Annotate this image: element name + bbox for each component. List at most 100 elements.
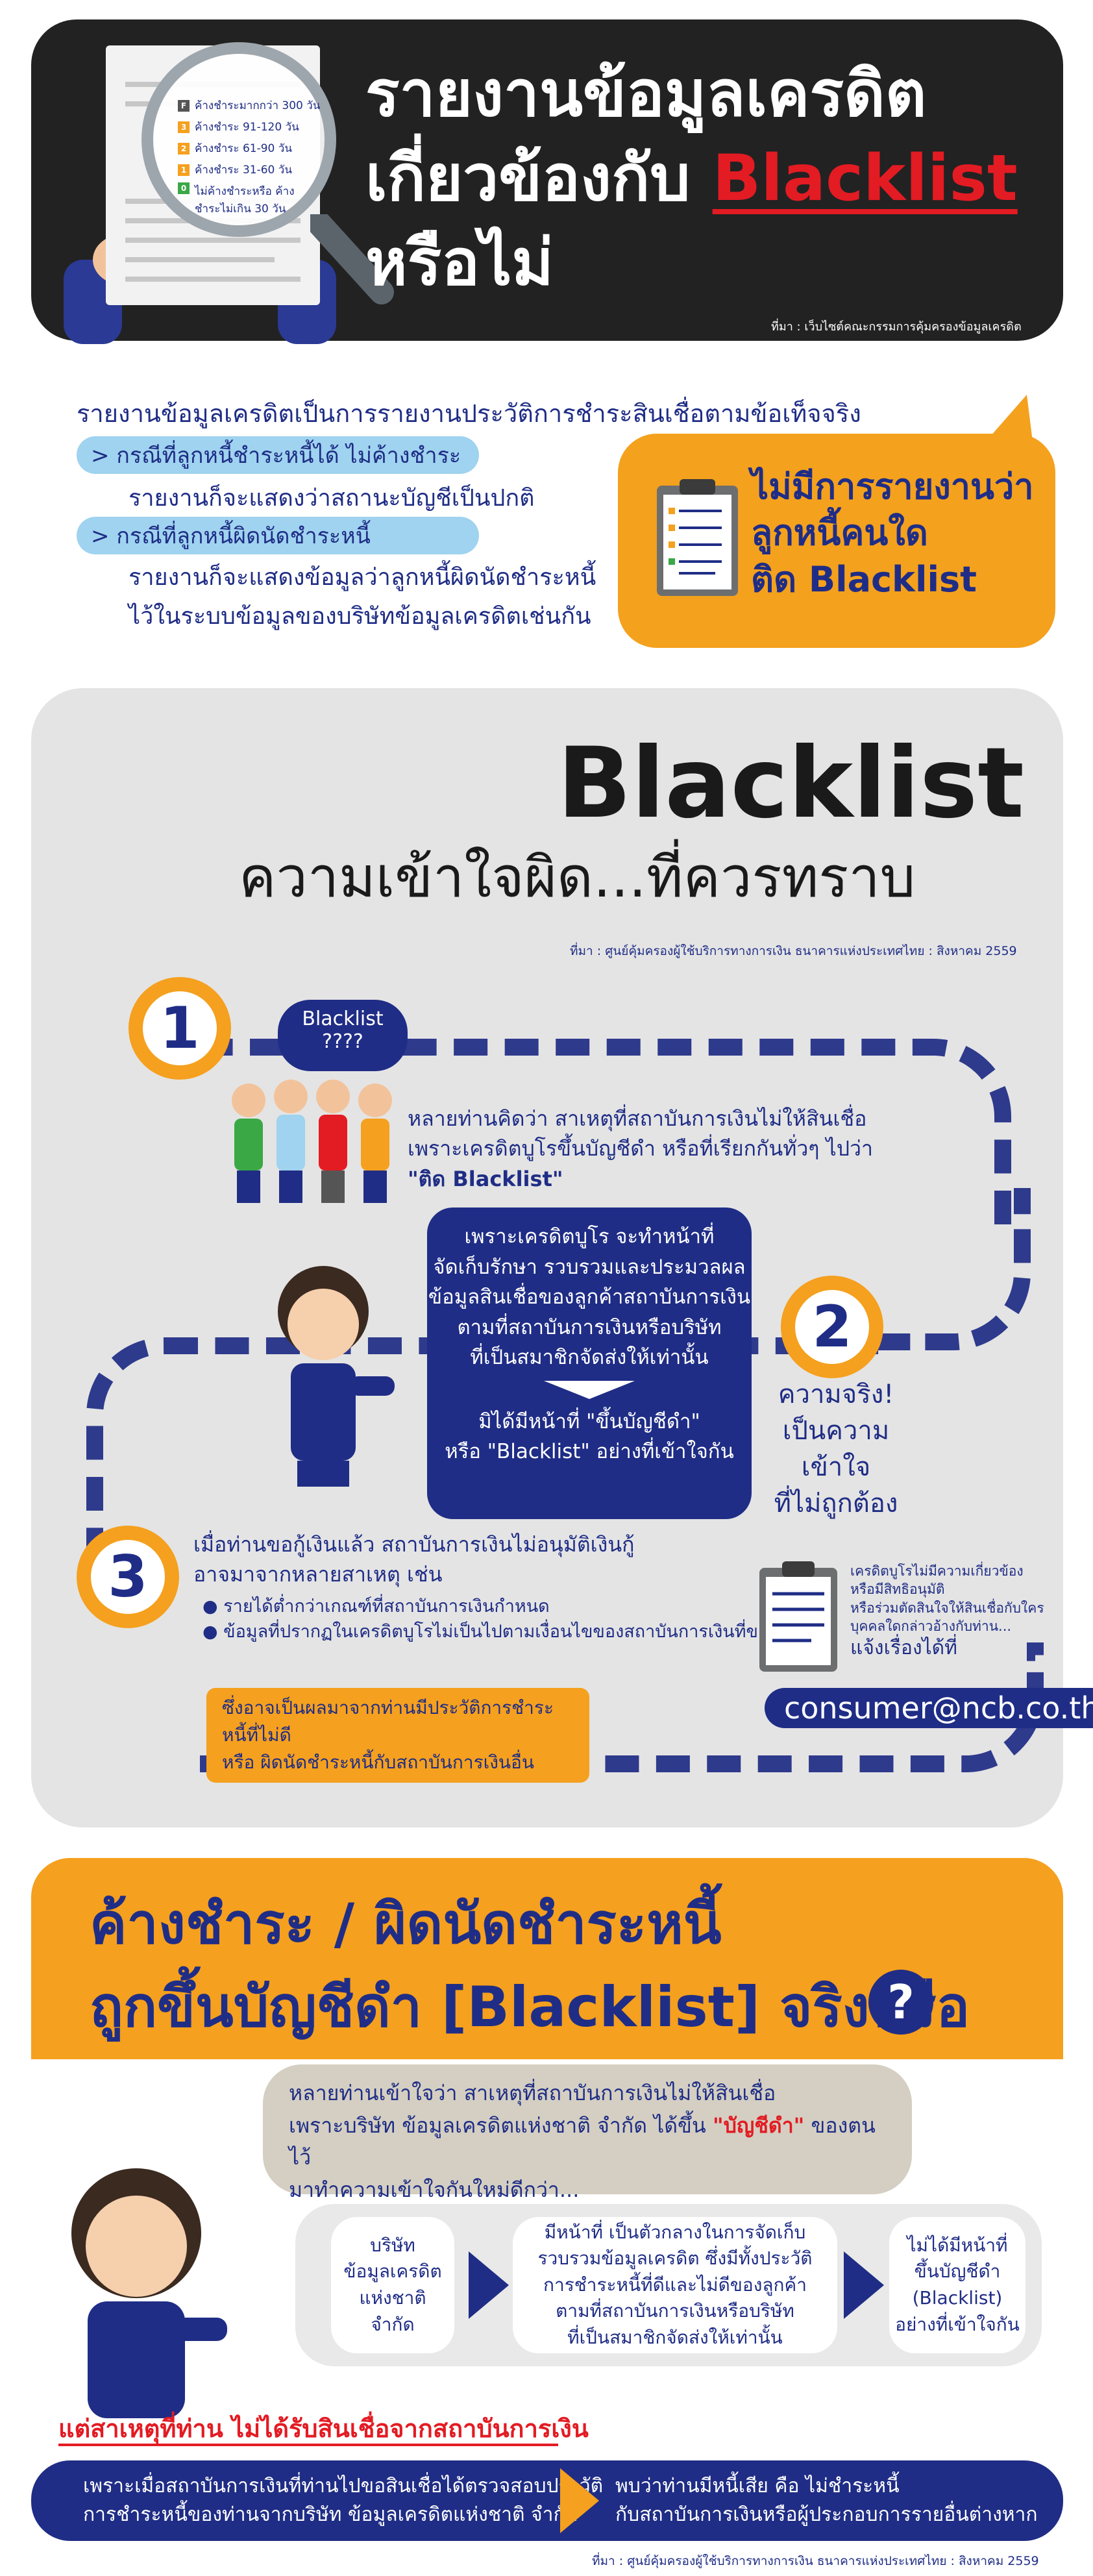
step3-bullet2: ● ข้อมูลที่ปรากฏในเครดิตบูโรไม่เป็นไปตาม… [203,1621,780,1642]
lens-item: ค้างชำระมากกว่า 300 วัน [195,99,321,112]
box2-line: ตามที่สถาบันการเงินหรือบริษัท [556,2300,794,2322]
real-cause-bar: เพราะเมื่อสถาบันการเงินที่ท่านไปขอสินเชื… [31,2460,1063,2541]
box3-line: (Blacklist) [912,2287,1003,2309]
ncb-not-blacklist-box: ไม่ได้มีหน้าที่ ขึ้นบัญชีดำ (Blacklist) … [889,2217,1025,2353]
myth-title: Blacklist [557,727,1024,840]
bottom-left-line2: การชำระหนี้ของท่านจากบริษัท ข้อมูลเครดิต… [83,2503,578,2526]
contact-line: แจ้งเรื่องได้ที่ [850,1637,957,1660]
step3-line2: อาจมาจากหลายสาเหตุ เช่น [193,1562,443,1587]
arrow-right-orange-icon [560,2468,599,2533]
step1-line3: "ติด Blacklist" [408,1166,563,1191]
bubble-line2: เพราะบริษัท ข้อมูลเครดิตแห่งชาติ จำกัด ไ… [289,2110,886,2174]
ncb-duty-box: มีหน้าที่ เป็นตัวกลางในการจัดเก็บ รวบรวม… [513,2217,837,2353]
step1-number: 1 [129,977,231,1080]
reason-box: ซึ่งอาจเป็นผลมาจากท่านมีประวัติการชำระหน… [206,1688,589,1783]
bottom-left-text: เพราะเมื่อสถาบันการเงินที่ท่านไปขอสินเชื… [83,2472,603,2529]
myth-section: Blacklist ความเข้าใจผิด...ที่ควรทราบ ที่… [31,688,1093,1827]
status-tag-1: 1 [178,164,190,176]
credit-bureau-role-box: เพราะเครดิตบูโร จะทำหน้าที่ จัดเก็บรักษา… [427,1208,752,1519]
section3-source: ที่มา : ศูนย์คุ้มครองผู้ใช้บริการทางการเ… [592,2554,1039,2568]
status-tag-3: 3 [178,121,190,133]
question-band: ค้างชำระ / ผิดนัดชำระหนี้ ถูกขึ้นบัญชีดำ… [31,1858,1063,2059]
step3-text: เมื่อท่านขอกู้เงินแล้ว สถาบันการเงินไม่อ… [193,1530,780,1644]
callout-line2: ลูกหนี้คนใด [751,512,928,554]
staff-woman-2-icon [39,2162,234,2428]
case1-text: รายงานก็จะแสดงว่าสถานะบัญชีเป็นปกติ [129,485,535,512]
bullet2-text: ข้อมูลที่ปรากฏในเครดิตบูโรไม่เป็นไปตามเง… [223,1621,780,1642]
step1-line2: เพราะเครดิตบูโรขึ้นบัญชีดำ หรือที่เรียกก… [408,1136,873,1161]
header-title-line3: หรือไม่ [365,226,554,300]
intro-heading: รายงานข้อมูลเครดิตเป็นการรายงานประวัติกา… [77,399,861,428]
clipboard-icon [657,479,738,596]
box3-line: ขึ้นบัญชีดำ [914,2260,1001,2283]
box1-line: ข้อมูลเครดิต [343,2260,442,2283]
bottom-left-line1: เพราะเมื่อสถาบันการเงินที่ท่านไปขอสินเชื… [83,2475,604,2497]
report-document-icon [759,1561,837,1672]
case2-text2: ไว้ในระบบข้อมูลของบริษัทข้อมูลเครดิตเช่น… [129,603,591,630]
role-line: ข้อมูลสินเชื่อของลูกค้าสถาบันการเงิน [428,1285,751,1309]
case1-label: > กรณีที่ลูกหนี้ชำระหนี้ได้ ไม่ค้างชำระ [77,436,479,474]
bottom-right-text: พบว่าท่านมีหนี้เสีย คือ ไม่ชำระหนี้ กับส… [615,2472,1038,2529]
role-line: ที่เป็นสมาชิกจัดส่งให้เท่านั้น [470,1346,709,1369]
myth-source: ที่มา : ศูนย์คุ้มครองผู้ใช้บริการทางการเ… [570,944,1017,958]
magnifier-handle-icon [304,208,395,305]
contact-text: เครดิตบูโรไม่มีความเกี่ยวข้อง หรือมีสิทธ… [850,1562,1044,1662]
box2-line: การชำระหนี้ที่ดีและไม่ดีของลูกค้า [543,2273,807,2296]
status-tag-f: F [178,99,190,112]
misconception-bubble: หลายท่านเข้าใจว่า สาเหตุที่สถาบันการเงิน… [263,2064,912,2202]
arrow-right-icon [469,2251,509,2319]
contact-line: หรือมีสิทธิอนุมัติ [850,1581,945,1598]
contact-line: เครดิตบูโรไม่มีความเกี่ยวข้อง [850,1563,1024,1579]
bottom-right-line1: พบว่าท่านมีหนี้เสีย คือ ไม่ชำระหนี้ [615,2475,900,2497]
box1-line: บริษัท [370,2234,415,2256]
box1-line: แห่งชาติ [359,2287,426,2309]
status-tag-2: 2 [178,142,190,155]
reason-line1: ซึ่งอาจเป็นผลมาจากท่านมีประวัติการชำระหน… [222,1697,554,1746]
arrow-right-icon [844,2251,884,2319]
lens-item: ไม่ค้างชำระหรือ ค้างชำระไม่เกิน 30 วัน [195,185,295,216]
down-arrow-icon [544,1380,635,1399]
question-line1: ค้างชำระ / ผิดนัดชำระหนี้ [90,1892,722,1957]
contact-line: หรือร่วมตัดสินใจให้สินเชื่อกับใคร [850,1600,1044,1616]
cloud-line1: Blacklist [302,1008,384,1030]
question-mark-icon: ? [868,1970,933,2035]
box3-line: ไม่ได้มีหน้าที่ [907,2234,1008,2256]
bubble-blacklist-term: "บัญชีดำ" [712,2112,805,2138]
step2-line3: ที่ไม่ถูกต้อง [774,1489,898,1518]
speech-cloud: Blacklist ???? [278,1000,408,1071]
step2-number: 2 [781,1276,883,1378]
role-line: หรือ "Blacklist" อย่างที่เข้าใจกัน [445,1440,734,1463]
bubble-line2c: ของตนไว้ [289,2112,876,2170]
magnifier-lens: F ค้างชำระมากกว่า 300 วัน 3 ค้างชำระ 91-12… [141,42,336,237]
question-line2: ถูกขึ้นบัญชีดำ [Blacklist] จริงหรือ [90,1962,970,2051]
case2-text1: รายงานก็จะแสดงข้อมูลว่าลูกหนี้ผิดนัดชำระ… [129,564,596,591]
reason-line2: หรือ ผิดนัดชำระหนี้กับสถาบันการเงินอื่น [222,1752,534,1773]
role-line: มิได้มีหน้าที่ "ขึ้นบัญชีดำ" [478,1409,700,1433]
people-group-icon [223,1074,398,1204]
cause-underline [58,2444,558,2446]
road-path-right [868,1188,1031,1350]
bubble-line1: หลายท่านเข้าใจว่า สาเหตุที่สถาบันการเงิน… [289,2081,776,2105]
question-line2-text: ถูกขึ้นบัญชีดำ [Blacklist] จริงหรือ [90,1975,970,2040]
step3-number: 3 [77,1526,179,1628]
status-tag-0: 0 [178,182,190,194]
callout-line1: ไม่มีการรายงานว่า [751,466,1034,507]
lens-item: ค้างชำระ 31-60 วัน [195,164,292,177]
step2-line2: เป็นความเข้าใจ [782,1416,890,1482]
lens-item: ค้างชำระ 61-90 วัน [195,142,292,155]
step2-text: ความจริง! เป็นความเข้าใจ ที่ไม่ถูกต้อง [752,1376,920,1522]
callout-no-blacklist: ไม่มีการรายงานว่า ลูกหนี้คนใด ติด Blackl… [618,395,1055,648]
header-banner: F ค้างชำระมากกว่า 300 วัน 3 ค้างชำระ 91-12… [31,19,1063,344]
box2-line: รวบรวมข้อมูลเครดิต ซึ่งมีทั้งประวัติ [537,2248,813,2270]
step1-line1: หลายท่านคิดว่า สาเหตุที่สถาบันการเงินไม่… [408,1106,867,1131]
bullet1-text: รายได้ต่ำกว่าเกณฑ์ที่สถาบันการเงินกำหนด [223,1596,550,1616]
case2-label: > กรณีที่ลูกหนี้ผิดนัดชำระหนี้ [77,517,479,554]
bottom-right-line2: กับสถาบันการเงินหรือผู้ประกอบการรายอื่นต… [615,2503,1038,2526]
step3-bullet1: ● รายได้ต่ำกว่าเกณฑ์ที่สถาบันการเงินกำหน… [203,1596,550,1616]
callout-tail [981,395,1033,447]
lens-item: ค้างชำระ 91-120 วัน [195,121,299,134]
box3-line: อย่างที่เข้าใจกัน [895,2313,1020,2335]
step2-line1: ความจริง! [778,1380,894,1409]
contact-email-link[interactable]: consumer@ncb.co.th [765,1688,1093,1728]
header-title-line1: รายงานข้อมูลเครดิต [365,57,927,131]
